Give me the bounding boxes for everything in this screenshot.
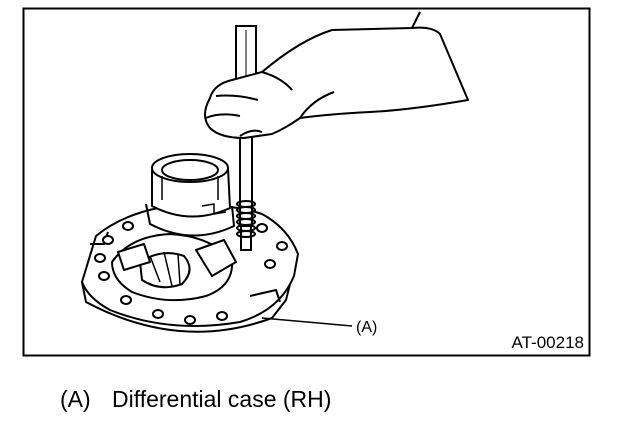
figure-code: AT-00218 <box>512 333 584 352</box>
legend-text: Differential case (RH) <box>112 386 332 412</box>
callout-leader-line <box>261 317 353 327</box>
callout-label-a: (A) <box>356 319 377 336</box>
hand-drawing <box>204 11 469 139</box>
figure-frame <box>22 7 591 357</box>
legend-letter: (A) <box>60 386 91 412</box>
differential-case-drawing <box>81 153 299 333</box>
spring <box>236 200 256 238</box>
legend-item-a: (A) Differential case (RH) <box>60 386 331 413</box>
